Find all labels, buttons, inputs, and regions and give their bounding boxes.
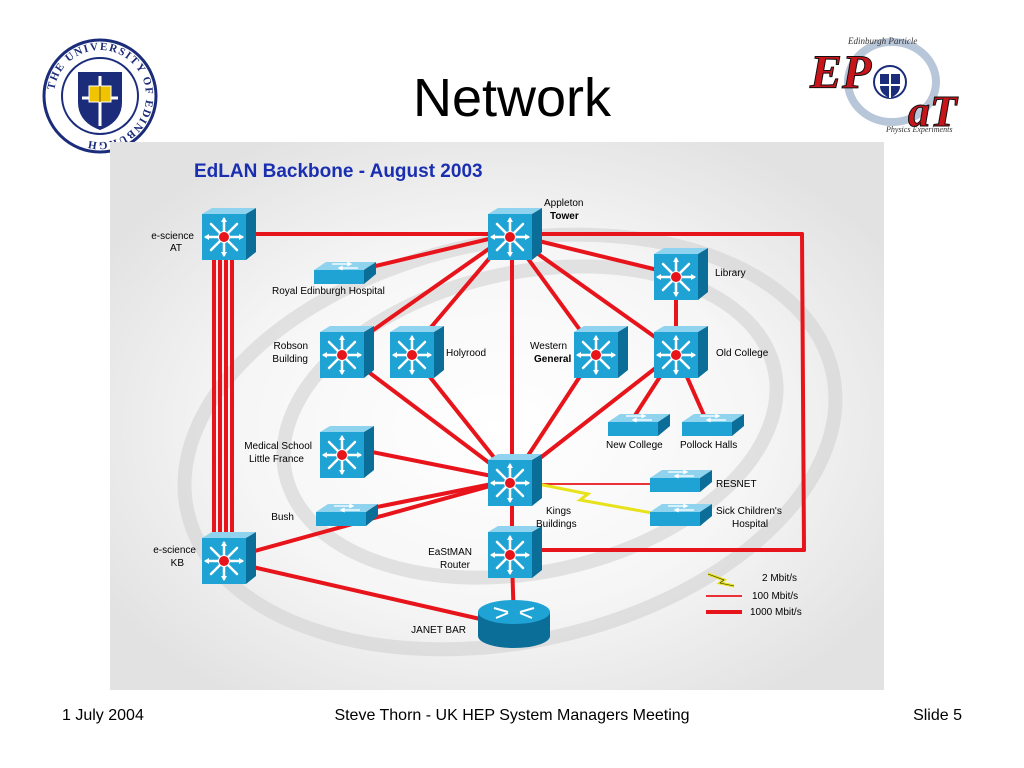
label-medical-1: Medical School: [244, 441, 312, 452]
footer-slide-number: Slide 5: [913, 707, 962, 724]
switch-kings-buildings: [488, 454, 542, 506]
legend-2mbit-label: 2 Mbit/s: [762, 573, 797, 584]
label-sick-childrens-1: Sick Children's: [716, 506, 782, 517]
switch-medical-school: [320, 426, 374, 478]
label-escience-kb-1: e-science: [153, 545, 196, 556]
label-bush: Bush: [271, 512, 294, 523]
hub-new-college: [608, 414, 670, 436]
label-escience-at-2: AT: [170, 243, 182, 254]
label-resnet: RESNET: [716, 479, 757, 490]
label-medical-2: Little France: [249, 454, 304, 465]
label-sick-childrens-2: Hospital: [732, 519, 768, 530]
network-diagram: EdLAN Backbone - August 2003: [110, 142, 884, 690]
legend-1000mbit-label: 1000 Mbit/s: [750, 607, 802, 618]
switch-robson-building: [320, 326, 374, 378]
hub-resnet: [650, 470, 712, 492]
network-diagram-svg: EdLAN Backbone - August 2003: [110, 142, 884, 690]
footer-presenter: Steve Thorn - UK HEP System Managers Mee…: [334, 707, 690, 724]
label-royal-edinburgh-hospital: Royal Edinburgh Hospital: [272, 286, 385, 297]
escience-bundle-links: [212, 254, 234, 538]
label-pollock-halls: Pollock Halls: [680, 440, 737, 451]
label-eastman-2: Router: [440, 560, 471, 571]
logo-top-text: Edinburgh Particle: [847, 36, 917, 46]
label-library: Library: [715, 268, 746, 279]
label-appleton-1: Appleton: [544, 198, 583, 209]
label-escience-at-1: e-science: [151, 231, 194, 242]
hub-bush: [316, 504, 378, 526]
label-western-1: Western: [530, 341, 567, 352]
switch-eastman-router: [488, 526, 542, 578]
legend-100mbit-label: 100 Mbit/s: [752, 591, 798, 602]
label-kings-2: Buildings: [536, 519, 577, 530]
hub-sick-childrens-hospital: [650, 504, 712, 526]
switch-library: [654, 248, 708, 300]
diagram-title: EdLAN Backbone - August 2003: [194, 161, 483, 182]
switch-appleton-tower: [488, 208, 542, 260]
switch-old-college: [654, 326, 708, 378]
router-janet-bar: [478, 600, 550, 648]
logo-mark-at: aT: [908, 87, 959, 135]
label-kings-1: Kings: [546, 506, 571, 517]
logo-mark-ep: EP: [809, 46, 872, 99]
hub-pollock-halls: [682, 414, 744, 436]
label-appleton-2: Tower: [550, 211, 579, 222]
slide-title: Network: [412, 68, 612, 128]
link-appleton-royal: [348, 232, 512, 274]
background-swirls: [177, 227, 843, 657]
logo-bottom-text: Physics Experiments: [885, 125, 952, 134]
switch-escience-at: [202, 208, 256, 260]
label-holyrood: Holyrood: [446, 348, 486, 359]
switch-holyrood: [390, 326, 444, 378]
hub-royal-edinburgh-hospital: [314, 262, 376, 284]
link-east-trunk: [800, 232, 806, 552]
label-eastman-1: EaStMAN: [428, 547, 472, 558]
label-old-college: Old College: [716, 348, 769, 359]
university-of-edinburgh-logo: THE UNIVERSITY OF EDINBURGH: [42, 38, 158, 154]
label-western-2: General: [534, 354, 571, 365]
legend: 2 Mbit/s 100 Mbit/s 1000 Mbit/s: [706, 572, 802, 618]
label-robson-2: Building: [272, 354, 308, 365]
label-new-college: New College: [606, 440, 663, 451]
link-escience-kb-janet: [220, 558, 504, 626]
switch-escience-kb: [202, 532, 256, 584]
footer-date: 1 July 2004: [62, 707, 144, 724]
label-janet-bar: JANET BAR: [411, 625, 466, 636]
switch-western-general: [574, 326, 628, 378]
link-robson-kings: [340, 350, 514, 482]
link-kings-sickchildren-serial: [527, 480, 659, 516]
label-escience-kb-2: KB: [171, 558, 185, 569]
edinburgh-particle-physics-logo: Edinburgh Particle EP aT Physics Experim…: [809, 36, 960, 135]
label-robson-1: Robson: [274, 341, 308, 352]
